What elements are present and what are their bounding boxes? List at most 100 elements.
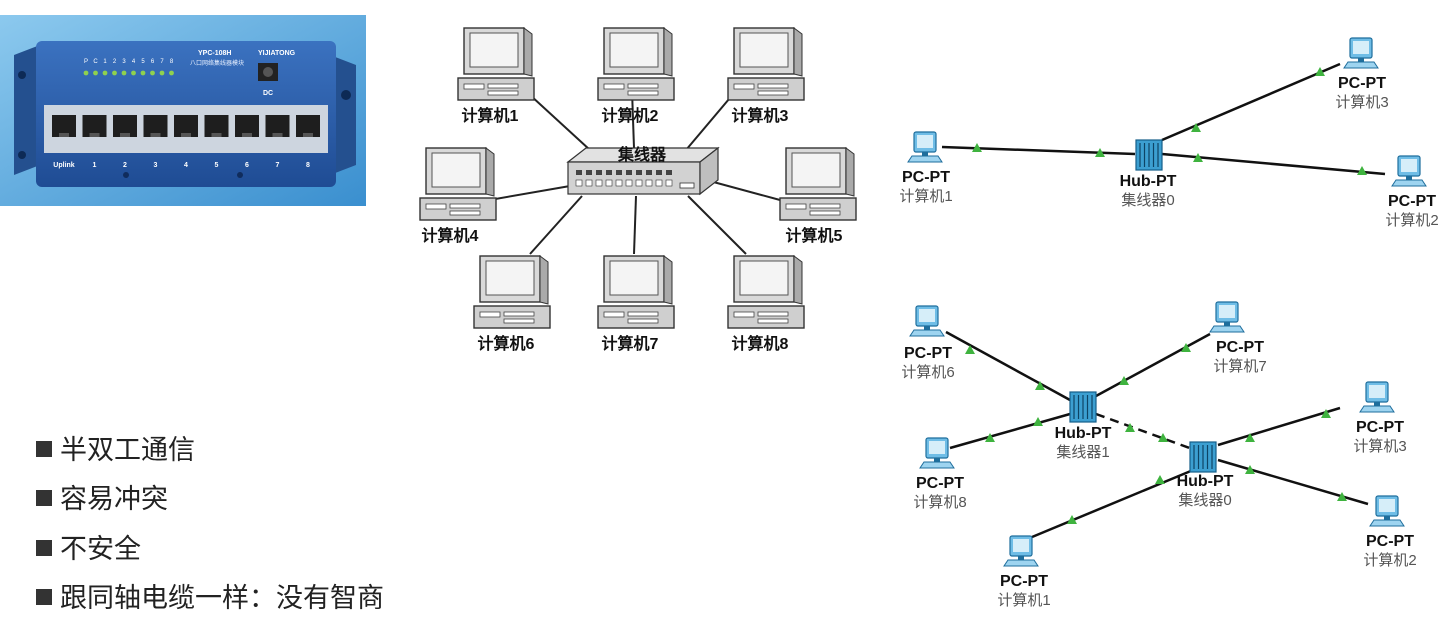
computer-label: 计算机6 (478, 334, 535, 353)
device-name-label: 集线器1 (1056, 444, 1109, 461)
link-status-indicator (965, 345, 975, 354)
led-label: 7 (160, 59, 164, 65)
computer-icon (727, 27, 805, 101)
device-type-label: Hub-PT (1120, 173, 1177, 190)
led-indicator (93, 70, 98, 76)
hub-led (576, 170, 582, 175)
led-label: 1 (103, 59, 107, 65)
pc-icon (1343, 37, 1379, 69)
device-name-label: 计算机1 (997, 591, 1050, 609)
hub-led (596, 170, 602, 175)
hub-led (616, 170, 622, 175)
link-status-indicator (972, 143, 982, 152)
port-label: 5 (215, 162, 219, 169)
star-hub-label: 集线器 (617, 145, 667, 164)
link-status-indicator (1035, 381, 1045, 390)
link-status-indicator (1193, 153, 1203, 162)
rj45-port (52, 115, 76, 137)
led-indicator (159, 70, 165, 76)
link-status-indicator (1321, 409, 1331, 418)
led-label: C (93, 59, 98, 65)
network-link (945, 330, 1071, 402)
device-type-label: PC-PT (1356, 419, 1404, 436)
led-label: 6 (151, 59, 155, 65)
photo-model: YPC-108H (198, 50, 231, 57)
network-link (949, 412, 1071, 450)
computer-label: 计算机7 (602, 334, 659, 353)
hub-port (575, 179, 583, 187)
bullet-square-icon (36, 441, 52, 457)
device-type-label: PC-PT (1338, 75, 1386, 92)
link-status-indicator (1357, 166, 1367, 175)
bullet-item: 不安全 (36, 531, 141, 567)
rj45-port (235, 115, 259, 137)
network-link (1161, 152, 1386, 176)
network-link (1095, 332, 1211, 398)
bullet-item: 半双工通信 (36, 432, 195, 468)
network-link (1019, 466, 1199, 544)
rj45-port (296, 115, 320, 137)
network-link (1161, 62, 1341, 142)
bullet-text: 不安全 (60, 534, 141, 564)
port-label: 3 (154, 162, 158, 169)
hub-port (625, 179, 633, 187)
led-label: P (84, 59, 88, 65)
device-type-label: Hub-PT (1177, 473, 1234, 490)
device-name-label: 集线器0 (1121, 192, 1174, 209)
hub-led (666, 170, 672, 175)
link-status-indicator (1245, 465, 1255, 474)
led-label: 3 (122, 59, 126, 65)
hub-led (606, 170, 612, 175)
hub-port (645, 179, 653, 187)
device-name-label: 计算机7 (1213, 357, 1266, 375)
network-link (1217, 406, 1341, 447)
bullet-square-icon (36, 540, 52, 556)
link-status-indicator (985, 433, 995, 442)
bullet-item: 跟同轴电缆一样：没有智商 (36, 580, 384, 616)
computer-icon (597, 255, 675, 329)
bullet-text: 容易冲突 (60, 484, 168, 514)
star-link (687, 195, 747, 255)
computer-icon (473, 255, 551, 329)
computer-label: 计算机3 (732, 106, 789, 125)
bullet-square-icon (36, 490, 52, 506)
rj45-port (82, 115, 107, 137)
device-type-label: PC-PT (902, 169, 950, 186)
hub-led (656, 170, 662, 175)
device-type-label: PC-PT (1000, 573, 1048, 590)
hub-icon (1135, 139, 1163, 171)
rj45-port (113, 115, 137, 137)
led-indicator (102, 70, 108, 76)
device-name-label: 计算机3 (1353, 437, 1406, 455)
computer-icon (457, 27, 535, 101)
rj45-port (204, 115, 229, 137)
hub-led (646, 170, 652, 175)
computer-label: 计算机1 (462, 106, 519, 125)
pt-bottom-links (945, 330, 1369, 544)
hub-port (585, 179, 593, 187)
computer-icon (419, 147, 497, 221)
pc-icon (1391, 155, 1427, 187)
star-hub (566, 146, 720, 196)
link-status-indicator (1337, 492, 1347, 501)
link-status-indicator (1095, 148, 1105, 157)
computer-icon (779, 147, 857, 221)
link-status-indicator (1033, 417, 1043, 426)
computer-label: 计算机2 (602, 106, 659, 125)
pt-top-links (941, 62, 1386, 176)
device-name-label: 计算机3 (1335, 93, 1388, 111)
port-label: Uplink (53, 162, 74, 169)
hub-icon (1189, 441, 1217, 473)
rj45-port (174, 115, 198, 137)
led-label: 2 (113, 59, 117, 65)
link-status-indicator (1067, 515, 1077, 524)
led-indicator (169, 70, 174, 76)
hub-led (636, 170, 642, 175)
pc-icon (919, 437, 955, 469)
port-label: 4 (184, 162, 188, 169)
